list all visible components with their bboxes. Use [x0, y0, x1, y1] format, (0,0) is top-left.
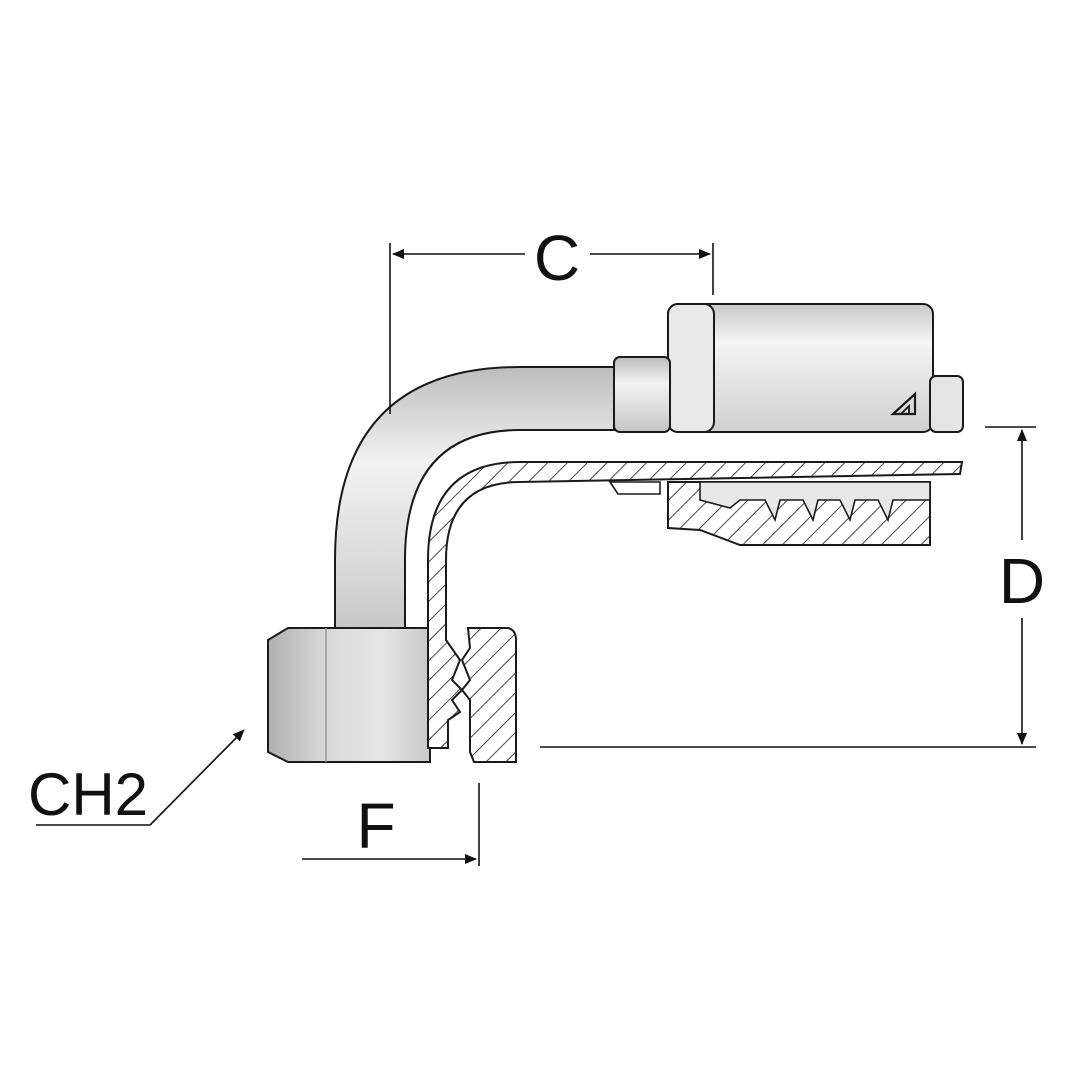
hose-ferrule [667, 303, 964, 433]
dimension-c: C [389, 222, 714, 414]
dimension-ch2-label: CH2 [28, 761, 148, 828]
manufacturer-logo-icon [890, 391, 917, 416]
bent-tube [334, 366, 615, 641]
dimension-d-label: D [999, 545, 1045, 617]
dimension-f-label: F [356, 790, 395, 862]
dimension-f: F [302, 783, 480, 866]
dimension-c-label: C [534, 222, 580, 294]
dimension-ch2: CH2 [28, 729, 245, 828]
dimension-d: D [540, 426, 1045, 748]
collar [613, 356, 671, 433]
cross-section [427, 461, 964, 763]
swivel-nut [267, 627, 431, 763]
